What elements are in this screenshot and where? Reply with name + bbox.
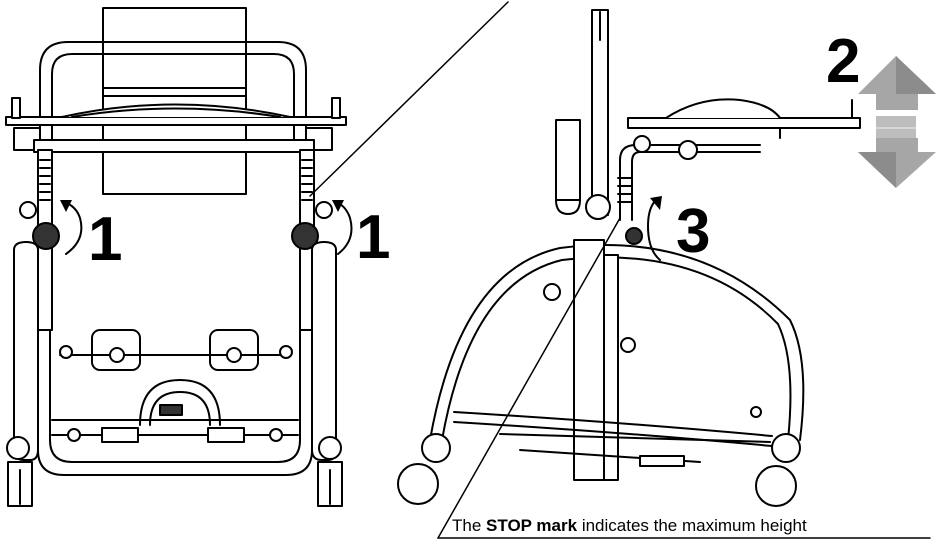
step-label-1-left: 1	[88, 205, 122, 274]
step-label-1-right: 1	[356, 203, 390, 272]
back-tube	[39, 41, 307, 141]
stop-mark-caption: The STOP mark indicates the maximum heig…	[452, 516, 807, 536]
left-locking-knob	[32, 222, 60, 250]
step-label-3: 3	[676, 197, 710, 266]
rear-wheel-right	[755, 465, 797, 507]
side-view-frame	[397, 9, 861, 507]
front-view-frame	[5, 7, 347, 507]
caption-prefix: The	[452, 516, 482, 535]
right-locking-knob	[291, 222, 319, 250]
leader-line-top	[309, 1, 509, 197]
caption-suffix: indicates the maximum height	[581, 516, 807, 535]
step-label-2: 2	[826, 27, 860, 96]
side-locking-knob	[625, 227, 643, 245]
up-down-arrow-icon	[858, 56, 936, 188]
tray-table	[5, 116, 347, 126]
leader-line-caption	[437, 217, 621, 539]
rotate-arrow-left	[63, 201, 83, 255]
backrest-pad	[102, 7, 247, 195]
caption-bold: STOP mark	[486, 516, 578, 535]
rotate-arrow-side	[647, 199, 661, 261]
side-tray-table	[627, 117, 861, 129]
rear-wheel-left	[397, 463, 439, 505]
base-frame	[37, 269, 313, 476]
tray-cutout	[61, 103, 291, 118]
